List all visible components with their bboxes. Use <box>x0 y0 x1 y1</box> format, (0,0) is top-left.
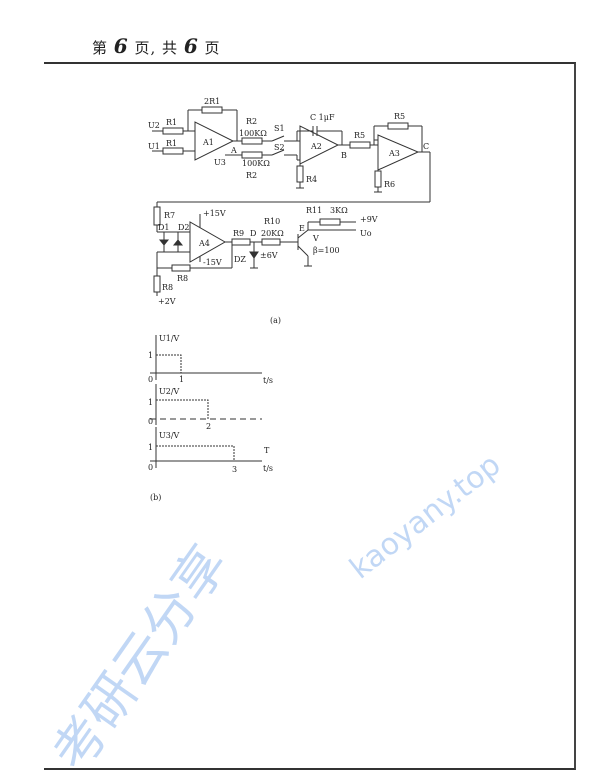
label-r9: R9 <box>233 229 244 238</box>
page-header: 第 6 页, 共 6 页 <box>92 34 221 58</box>
label-r10: R10 <box>264 217 280 226</box>
label-2r1: 2R1 <box>204 97 220 106</box>
plot2-ylabel: U2/V <box>159 387 180 396</box>
plot2-pulse <box>156 399 209 419</box>
switch-s1-label: S1 <box>274 124 285 133</box>
label-transistor: V <box>312 234 319 243</box>
plot3-origin: 0 <box>148 463 153 472</box>
caption-b: (b) <box>150 493 161 502</box>
label-plus2v: +2V <box>158 297 176 306</box>
label-plus9v: +9V <box>360 215 378 224</box>
label-r1: R1 <box>166 139 177 148</box>
label-r8: R8 <box>177 274 188 283</box>
label-node-d: D <box>250 229 256 238</box>
caption-a: (a) <box>270 316 281 325</box>
label-uo: Uo <box>360 229 372 238</box>
label-r5: R5 <box>394 112 405 121</box>
plot3-xlabel: t/s <box>263 464 273 473</box>
label-node-a: A <box>230 146 237 155</box>
switch-s2-label: S2 <box>274 143 285 152</box>
label-r2: R2 <box>246 117 257 126</box>
label-e: E <box>299 224 305 233</box>
page-number: 6 <box>113 34 129 58</box>
plot3-end: 3 <box>232 465 237 474</box>
label-r8b: R8 <box>162 283 173 292</box>
page-frame <box>44 62 576 770</box>
plot3-ylabel: U3/V <box>159 431 180 440</box>
label-node-b: B <box>341 151 347 160</box>
plot1-xlabel: t/s <box>263 376 273 385</box>
label-r4: R4 <box>306 175 317 184</box>
plot3-t-label: T <box>264 446 270 455</box>
stage-a2 <box>296 125 378 189</box>
label-plus15v: +15V <box>203 209 226 218</box>
label-r10-value: 20KΩ <box>261 229 284 238</box>
label-r2b-value: 100KΩ <box>242 159 270 168</box>
label-d2: D2 <box>178 223 190 232</box>
label-a2: A2 <box>310 142 322 151</box>
label-a1: A1 <box>202 138 214 147</box>
plot1-ylabel: U1/V <box>159 334 180 343</box>
page-suffix: 页 <box>204 39 221 57</box>
label-r2b: R2 <box>246 171 257 180</box>
total-pages: 6 <box>183 34 199 58</box>
label-r1: R1 <box>166 118 177 127</box>
plot2-origin: 0 <box>148 417 153 426</box>
label-a3: A3 <box>388 149 400 158</box>
plot1-level: 1 <box>148 351 153 360</box>
label-r11: R11 <box>306 206 322 215</box>
label-minus15v: -15V <box>203 258 222 267</box>
watermark-chinese: 考研云分享 <box>41 535 239 782</box>
page-mid: 页, 共 <box>134 39 179 57</box>
stage-a4 <box>153 202 356 296</box>
stage-a1 <box>152 106 297 161</box>
label-dz: DZ <box>234 255 246 264</box>
label-u3: U3 <box>214 158 226 167</box>
plot3-level: 1 <box>148 443 153 452</box>
label-a4: A4 <box>198 239 210 248</box>
plot1-pulse <box>155 354 182 373</box>
label-u1: U1 <box>148 142 160 151</box>
label-r6: R6 <box>384 180 395 189</box>
waveforms <box>150 335 262 468</box>
page-prefix: 第 <box>92 39 109 57</box>
plot2-end: 2 <box>206 422 211 431</box>
plot1-origin: 0 <box>148 375 153 384</box>
plot3-pulse <box>156 445 235 461</box>
label-r7: R7 <box>164 211 175 220</box>
plot2-level: 1 <box>148 398 153 407</box>
label-d1: D1 <box>158 223 170 232</box>
label-vz: ±6V <box>260 251 278 260</box>
label-r5: R5 <box>354 131 365 140</box>
label-node-c: C <box>423 142 429 151</box>
label-capacitor: C 1μF <box>310 113 335 122</box>
label-beta: β=100 <box>313 246 340 255</box>
label-r2-value: 100KΩ <box>239 129 267 138</box>
label-u2: U2 <box>148 121 160 130</box>
label-r11-value: 3KΩ <box>330 206 348 215</box>
stage-a3 <box>157 122 431 203</box>
watermark-url: kaoyany.top <box>343 447 507 586</box>
plot1-end: 1 <box>179 375 184 384</box>
